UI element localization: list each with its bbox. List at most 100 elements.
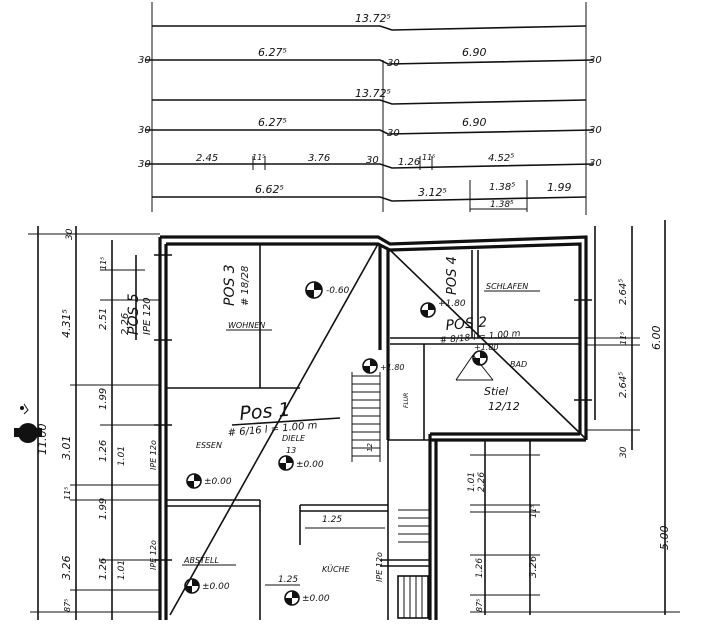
dim-row1-end-c: 30	[589, 55, 602, 66]
dim-left-a2: 11⁵	[63, 487, 72, 500]
dim-125-a: 1.25	[322, 515, 342, 525]
dim-right-overall-b: 5.00	[658, 526, 671, 551]
pos3-label: POS 3	[222, 264, 238, 306]
dim-left-b0: 11⁵	[99, 257, 108, 270]
level-marker-icon	[278, 455, 294, 471]
dim-right-b3: 3.26	[528, 556, 539, 578]
dim-right-b4: 1.26	[475, 558, 485, 578]
room-labels: WOHNEN SCHLAFEN BAD ESSEN KÜCHE ABSTELL …	[182, 282, 540, 574]
stair-count: 12	[366, 443, 374, 452]
dim-right-a2: 2.64⁵	[618, 372, 629, 398]
stiel-spec: 12/12	[488, 400, 520, 413]
dim-row3-d: 30	[366, 155, 379, 166]
level-stair: +1.80	[380, 363, 405, 372]
level-markers: -0.60 +1.80 +1.80 +1.80 ±0.00 ±0.00 ±0.0…	[184, 281, 499, 606]
ipe-label-b: IPE 12o	[149, 540, 158, 570]
dim-right-overall-a: 6.00	[650, 326, 663, 351]
dim-row1-end-b: 30	[387, 58, 400, 69]
dim-right-b0: 1.01	[467, 472, 477, 492]
dim-right-a3: 30	[619, 446, 629, 458]
room-wohnen: WOHNEN	[228, 321, 265, 330]
level-marker-icon	[420, 302, 436, 318]
room-kueche: KÜCHE	[322, 564, 351, 574]
right-dimension-chains: 2.64⁵ 11⁵ 2.64⁵ 30 6.00 1.01 2.26 11⁵ 3.…	[467, 220, 680, 615]
dim-row3-g: 4.52⁵	[488, 153, 514, 164]
dim-left-a0: 4.31⁵	[60, 309, 73, 338]
dim-left-a3: 3.26	[60, 556, 73, 581]
dim-row2-right: 6.90	[462, 116, 487, 129]
level-marker-icon	[284, 590, 300, 606]
staircase: 12	[351, 372, 430, 619]
dim-row4-b: 3.12⁵	[418, 186, 447, 199]
level-schlafen: +1.80	[438, 299, 466, 309]
dim-125-b: 1.25	[278, 575, 298, 585]
dim-left-top: 30	[65, 228, 75, 240]
dim-row3-a: 2.45	[196, 153, 218, 164]
pos4-label: POS 4	[445, 256, 460, 295]
dim-left-c0: 2.26	[120, 313, 131, 335]
ipe-label-a: IPE 12o	[149, 440, 158, 470]
dim-row3-c: 3.76	[308, 153, 330, 164]
dim-right-b1: 2.26	[477, 472, 487, 492]
room-schlafen: SCHLAFEN	[486, 282, 528, 291]
inner-dimensions: 1.25 1.25	[265, 515, 385, 586]
dim-right-b2: 11⁵	[529, 505, 538, 518]
level-wohnen: -0.60	[326, 286, 350, 296]
dim-right-b5: 87⁵	[475, 599, 484, 612]
level-marker-icon	[186, 473, 202, 489]
dim-left-b5: 1.26	[98, 558, 109, 580]
level-essen: ±0.00	[204, 477, 232, 487]
dim-overall-2: 13.72⁵	[355, 87, 391, 100]
dim-left-c2: 1.01	[117, 560, 127, 580]
dim-left-a1: 3.01	[60, 436, 73, 461]
room-essen: ESSEN	[196, 441, 222, 450]
room-bad: BAD	[510, 360, 527, 369]
dim-row2-left: 6.27⁵	[258, 116, 287, 129]
dim-row4-a: 6.62⁵	[255, 183, 284, 196]
section-marker-icon	[14, 403, 42, 443]
dim-right-a0: 2.64⁵	[618, 279, 629, 305]
level-marker-icon	[362, 358, 378, 374]
level-marker-icon	[305, 281, 323, 299]
dim-left-b1: 2.51	[98, 308, 109, 330]
pos5-label: POS 5	[126, 293, 142, 335]
dim-row4-c: 1.38⁵	[489, 182, 515, 193]
dim-left-b3: 1.26	[98, 440, 109, 462]
dim-row2-end-b: 30	[387, 128, 400, 139]
level-kueche: ±0.00	[302, 594, 330, 604]
dim-row1-right: 6.90	[462, 46, 487, 59]
ipe-label-c: IPE 12o	[375, 552, 384, 582]
dim-row4-sub: 1.38⁵	[490, 200, 514, 210]
dim-row3-f: 11⁵	[422, 153, 435, 162]
dim-row4-d: 1.99	[547, 181, 572, 194]
pos1-label: Pos 1	[239, 399, 292, 425]
dim-right-a1: 11⁵	[619, 332, 628, 345]
dim-overall-1: 13.72⁵	[355, 12, 391, 25]
dim-left-b4: 1.99	[98, 498, 109, 520]
dim-row3-start: 30	[138, 159, 151, 170]
stiel-label: Stiel	[484, 385, 508, 398]
dim-left-c1: 1.01	[117, 446, 127, 466]
dim-row3-e: 1.26	[398, 157, 420, 168]
left-dimension-chains: 11.00 30 4.31⁵ 3.01 11⁵ 3.26 87⁵ 11⁵ 2.5…	[28, 226, 160, 620]
pos2-label: POS 2	[445, 314, 488, 334]
beam-diagonals	[169, 243, 586, 616]
dim-row3-b: 11⁵	[252, 153, 265, 162]
room-flur: FLUR	[403, 393, 410, 408]
top-dimension-chains: 13.72⁵ 6.27⁵ 6.90 30 30 30 13.72⁵ 6.27⁵ …	[138, 2, 602, 215]
level-marker-icon	[472, 350, 488, 366]
room-abstell: ABSTELL	[183, 556, 219, 565]
pos3-spec: # 18/28	[240, 266, 251, 306]
pos5-spec: IPE 120	[142, 297, 153, 335]
dim-row2-end-a: 30	[138, 125, 151, 136]
level-abstell: ±0.00	[202, 582, 230, 592]
level-flur: ±0.00	[296, 460, 324, 470]
dim-row2-end-c: 30	[589, 125, 602, 136]
dim-left-b2: 1.99	[98, 388, 109, 410]
level-bad: +1.80	[474, 343, 499, 352]
dim-row3-end: 30	[589, 158, 602, 169]
room-diele: DIELE	[282, 434, 306, 443]
building-walls	[154, 235, 592, 620]
level-marker-icon	[184, 578, 200, 594]
